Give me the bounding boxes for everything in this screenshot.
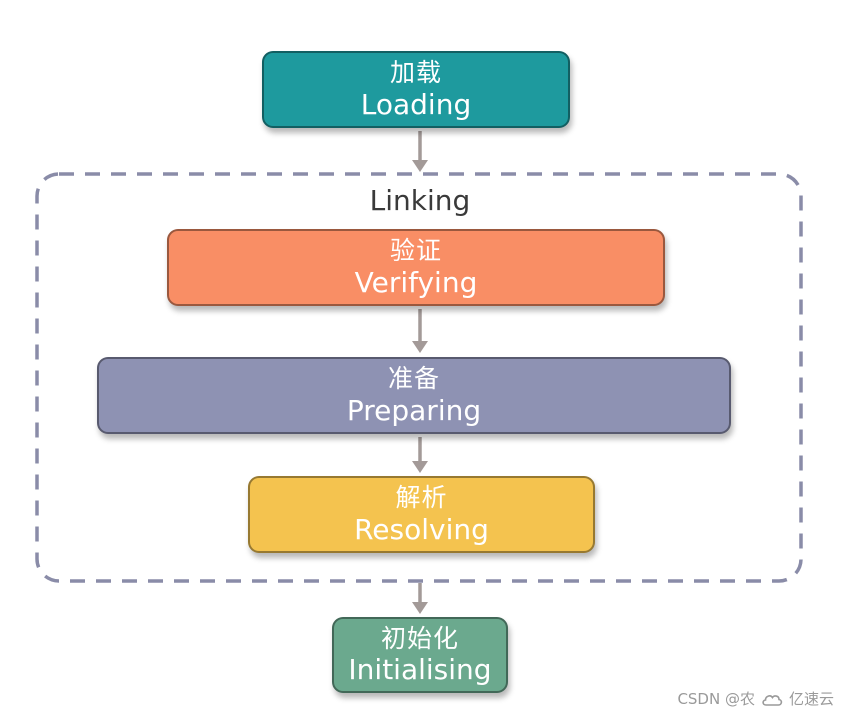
- step-preparing-en: Preparing: [346, 393, 482, 427]
- cloud-icon: [762, 694, 783, 706]
- step-verifying: 验证 Verifying: [167, 229, 665, 306]
- arrow-head-1: [412, 160, 428, 172]
- step-initialising-en: Initialising: [348, 653, 492, 687]
- step-initialising: 初始化 Initialising: [332, 617, 508, 693]
- step-resolving-en: Resolving: [354, 512, 489, 546]
- watermark-source: CSDN @农: [677, 690, 755, 708]
- step-preparing: 准备 Preparing: [97, 357, 731, 434]
- arrow-head-2: [412, 341, 428, 353]
- step-initialising-zh: 初始化: [380, 623, 459, 653]
- arrow-head-4: [412, 602, 428, 614]
- step-verifying-zh: 验证: [389, 236, 442, 266]
- step-loading-zh: 加载: [389, 58, 442, 88]
- step-loading: 加载 Loading: [262, 51, 570, 128]
- arrow-head-3: [412, 461, 428, 473]
- watermark: CSDN @农 亿速云: [677, 688, 834, 709]
- step-loading-en: Loading: [360, 87, 472, 121]
- step-preparing-zh: 准备: [387, 364, 440, 394]
- watermark-brand: 亿速云: [788, 690, 834, 708]
- linking-group-label: Linking: [369, 184, 471, 217]
- step-resolving: 解析 Resolving: [248, 476, 595, 553]
- step-verifying-en: Verifying: [354, 265, 478, 299]
- step-resolving-zh: 解析: [395, 483, 448, 513]
